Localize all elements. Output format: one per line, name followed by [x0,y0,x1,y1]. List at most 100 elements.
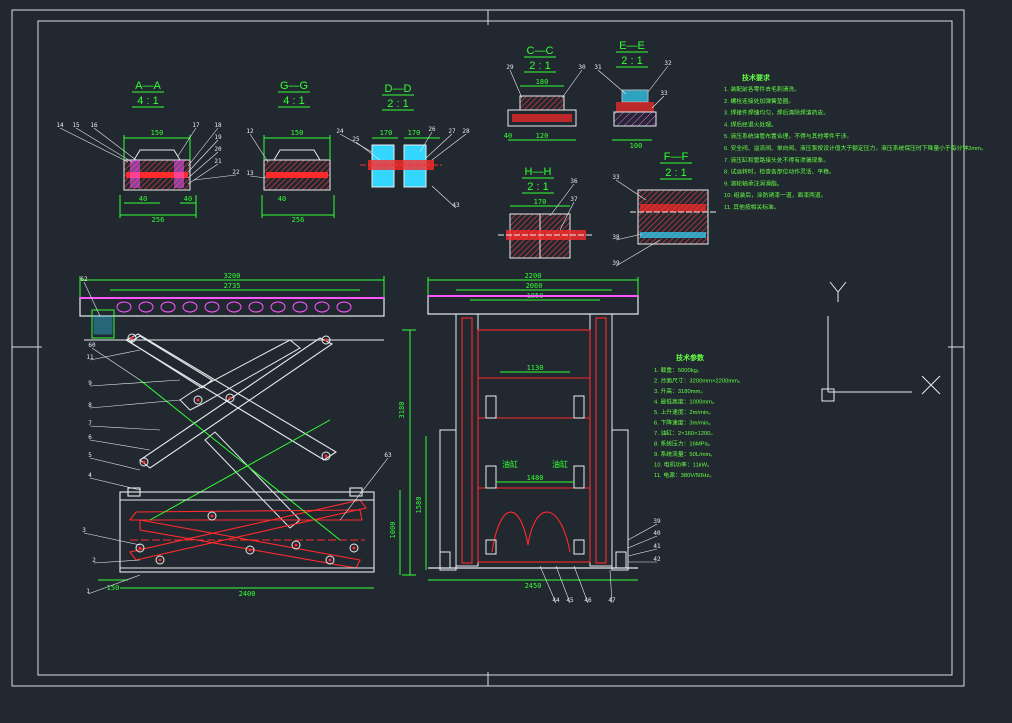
dim-a-right: 40 [184,195,192,203]
dim-side-low: 1480 [527,474,544,482]
part-number-label: 20 [214,146,222,153]
part-number-label: 42 [653,556,661,563]
part-number-label: 3 [82,527,86,534]
note-line: 6. 下降速度：3m/min。 [654,419,714,427]
section-e-title: E—E [619,40,645,52]
section-a-scale: 4 : 1 [137,95,158,107]
note-line: 9. 滚轮轴承注润滑脂。 [724,179,783,187]
side-label-right: 油缸 [552,459,568,469]
part-number-label: 41 [653,543,661,550]
part-number-label: 6 [88,434,92,441]
part-number-label: 26 [428,126,436,133]
dim-c-left: 40 [504,132,512,140]
dim-side-total: 2200 [525,272,542,280]
part-number-label: 4 [88,472,92,479]
dim-a-bot: 40 [139,195,147,203]
note-line: 5. 上升速度：2m/min。 [654,408,714,416]
pivot-pin [139,457,149,467]
pivot-pin [127,333,137,343]
part-number-label: 37 [570,196,578,203]
dim-c-top: 180 [536,78,549,86]
pivot-pin [321,451,331,461]
pivot-pin-center [142,460,146,464]
part-number-label: 63 [384,452,392,459]
dim-front-inner: 2735 [224,282,241,290]
section-d-scale: 2 : 1 [387,98,408,110]
part-numbers-h: 36 37 [549,178,578,231]
part-number-label: 17 [192,122,200,129]
ucs-icon: Y X [821,281,941,402]
part-number-label: 28 [462,128,470,135]
platform-holes [116,301,352,313]
note-line: 11. 电源：380V/50Hz。 [654,471,715,479]
section-g-title: G—G [280,80,308,92]
part-number-label: 40 [653,530,661,537]
part-numbers-front-mid: 63 [339,452,392,521]
part-number-label: 29 [506,64,514,71]
note-line: 1. 载重：5000kg。 [654,366,703,374]
dim-d-left: 170 [380,129,393,137]
dim-h-top: 170 [534,198,547,206]
part-number-label: 46 [584,597,592,604]
notes-list: 1. 装配前各零件去毛刺清洗。2. 螺栓连接处加弹簧垫圈。3. 焊接件焊缝均匀，… [724,85,987,211]
part-number-label: 21 [214,158,222,165]
side-view: 2200 2060 1850 [415,272,661,604]
part-number-label: 45 [566,597,574,604]
part-number-label: 1 [86,588,90,595]
pivot-pin [155,555,165,565]
dim-front-small: 150 [107,584,120,592]
pivot-pin [325,555,335,565]
part-number-label: 47 [608,597,616,604]
part-number-label: 60 [88,342,96,349]
platform-hole [248,301,264,313]
dim-side-height: 1580 [415,497,423,514]
part-number-label: 25 [352,136,360,143]
dim-d-right: 170 [408,129,421,137]
note-line: 6. 安全阀、溢流阀、单向阀、液压泵按设计值大于额定压力，液压系统保压时下降量小… [724,144,987,152]
note-line: 1. 装配前各零件去毛刺清洗。 [724,85,800,93]
platform-hole [204,301,220,313]
part-number-label: 62 [80,276,88,283]
technical-requirements: 技术要求 1. 装配前各零件去毛刺清洗。2. 螺栓连接处加弹簧垫圈。3. 焊接件… [724,73,987,211]
part-number-label: 27 [448,128,456,135]
dim-side-base: 2450 [525,582,542,590]
specs-list: 1. 载重：5000kg。2. 台面尺寸：3200mm×2200mm。3. 升高… [654,366,744,479]
pivot-pin [135,543,145,553]
notes-title: 技术要求 [742,73,771,82]
dim-e-bot: 100 [630,142,643,150]
drawing-frame [11,9,965,687]
platform-hole [292,301,308,313]
dim-front-lower: 1000 [389,522,397,539]
note-line: 4. 焊后经退火处理。 [724,120,777,128]
pivot-pin [349,543,359,553]
platform-hole [270,301,286,313]
note-line: 8. 系统压力：16MPa。 [654,440,714,448]
dim-side-inner: 2060 [526,282,543,290]
pivot-pin-center [158,558,162,562]
part-numbers-c: 29 30 [506,64,586,99]
part-number-label: 36 [570,178,578,185]
section-d-title: D—D [385,83,412,95]
dim-front-base: 2400 [239,590,256,598]
part-number-label: 8 [88,402,92,409]
pivot-pin-center [210,514,214,518]
specs-title: 技术参数 [676,353,705,362]
side-label-left: 油缸 [502,459,518,469]
pivot-pin-center [294,543,298,547]
part-number-label: 30 [578,64,586,71]
dim-c-bot: 120 [536,132,549,140]
section-c-title: C—C [527,45,554,57]
section-f-scale: 2 : 1 [665,167,686,179]
